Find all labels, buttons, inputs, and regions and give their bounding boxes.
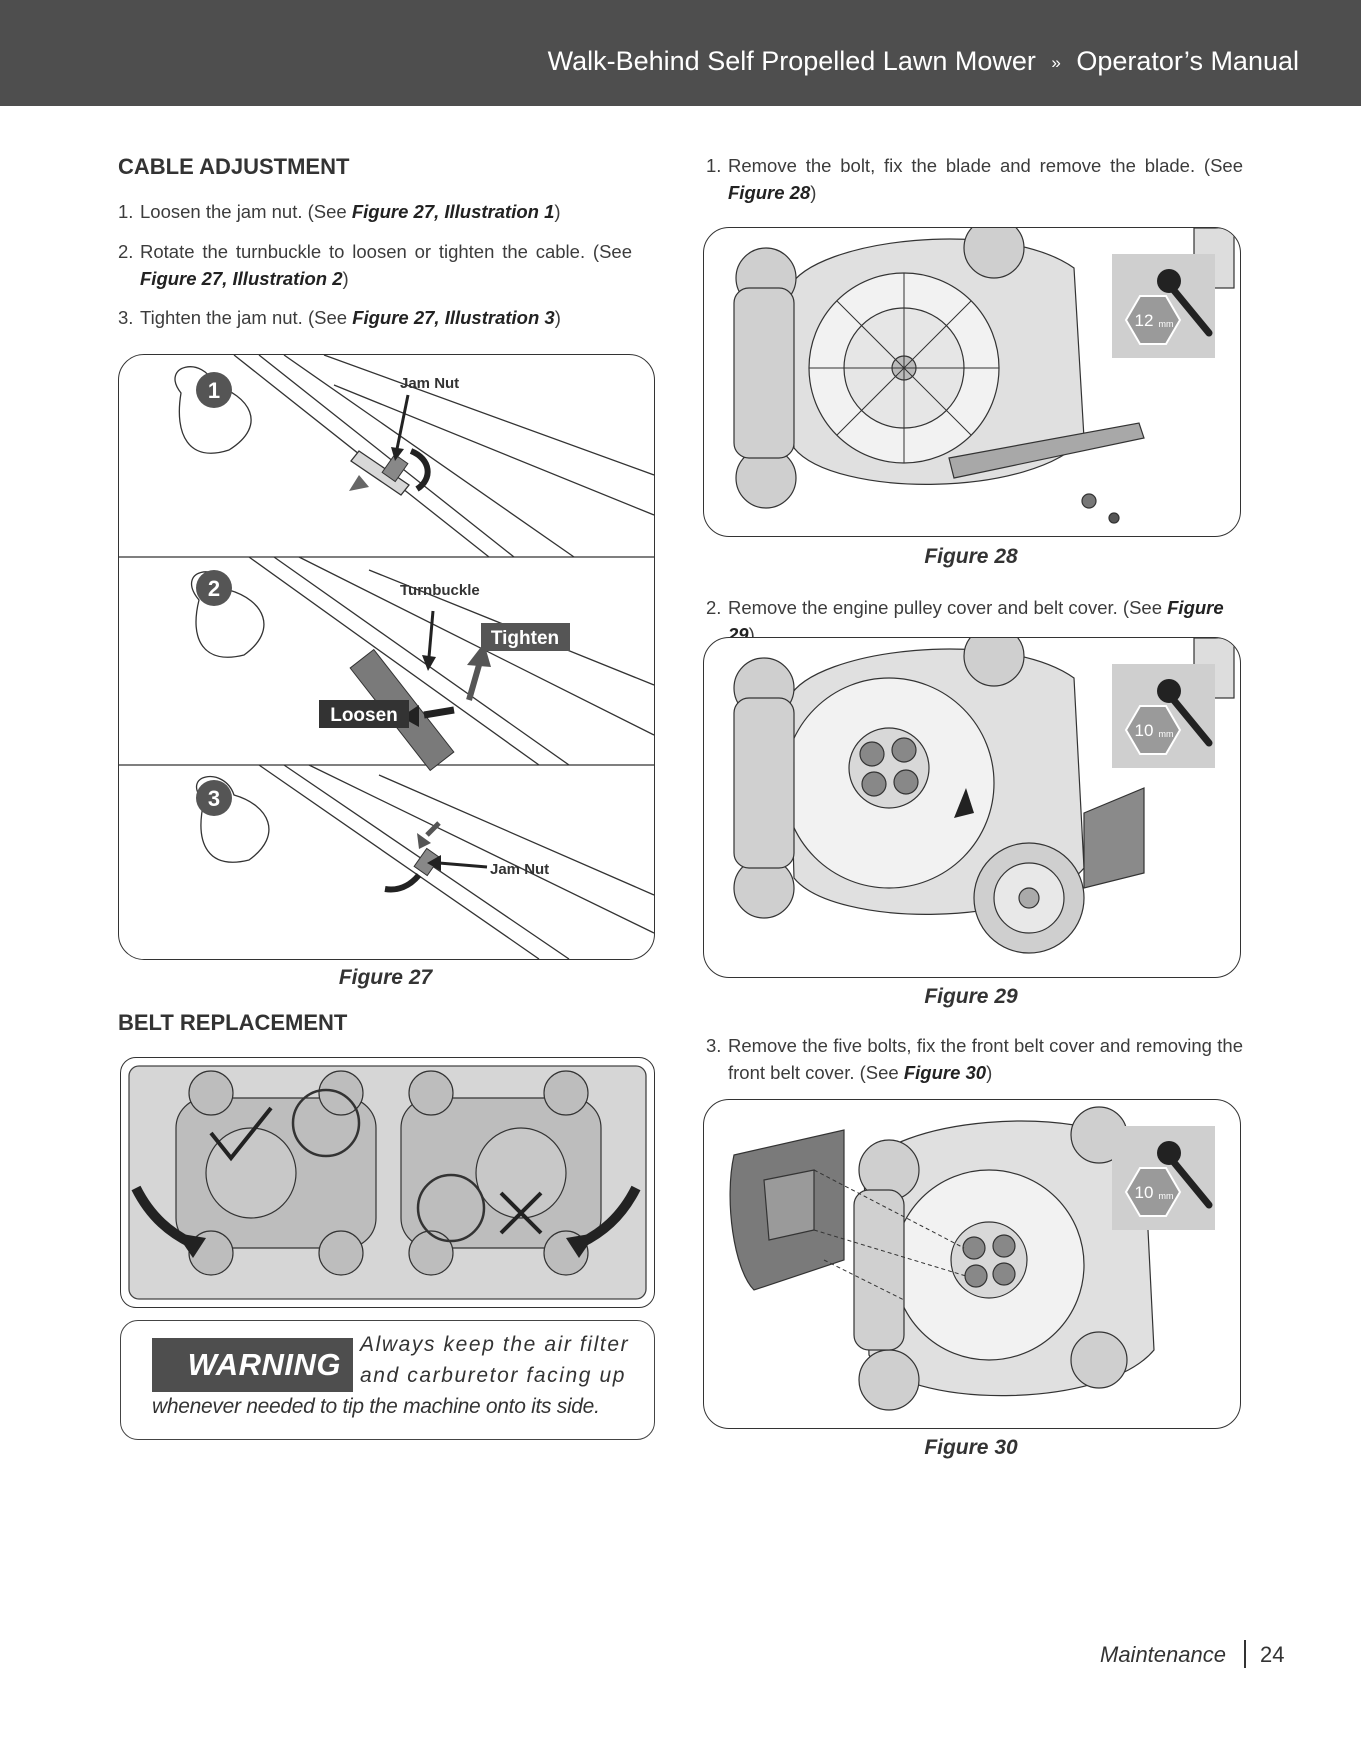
footer-divider [1243,1640,1246,1668]
tool-unit-label: mm [1159,319,1174,329]
step-end: ) [810,182,817,203]
tool-size-label: 10 [1135,721,1154,740]
step-body: Remove the bolt, fix the blade and remov… [728,155,1243,176]
step-number: 1. [706,155,722,176]
header-title: Walk-Behind Self Propelled Lawn Mower [547,46,1036,76]
figure-reference: Figure 28 [728,182,811,203]
cable-adjustment-heading: CABLE ADJUSTMENT [118,154,350,179]
jam-nut-label: Jam Nut [490,861,549,878]
page-header: Walk-Behind Self Propelled Lawn Mower » … [0,0,1361,106]
figure-27-drawing: 1 2 3 Jam Nut Turnbuckle Tighten Loosen … [119,355,654,959]
header-separator: » [1051,53,1061,72]
step-text: Loosen the jam nut. (See Figure 27, Illu… [118,198,654,225]
step-body: Remove the engine pulley cover and belt … [728,597,1168,618]
figure-reference: Figure 27, Illustration 1 [351,201,555,222]
figure-30-illustration: 10 mm [703,1099,1241,1429]
step-text: Remove the bolt, fix the blade and remov… [706,152,1243,206]
cable-step-1: 1. Loosen the jam nut. (See Figure 27, I… [118,198,654,225]
figure-27-caption: Figure 27 [338,966,433,989]
step-end: ) [748,624,755,645]
step-end: ) [342,268,349,289]
tool-unit-label: mm [1159,1191,1174,1201]
step-text: Remove the engine pulley cover and belt … [706,594,1243,648]
cable-step-3: 3. Tighten the jam nut. (See Figure 27, … [118,304,654,331]
right-step-2: 2. Remove the engine pulley cover and be… [706,594,1243,648]
step-text: Rotate the turnbuckle to loosen or tight… [118,238,632,292]
jam-nut-label: Jam Nut [400,375,459,392]
step-body: Rotate the turnbuckle to loosen or tight… [140,241,632,262]
illustration-badge: 2 [208,576,220,601]
right-step-3: 3. Remove the five bolts, fix the front … [706,1032,1243,1086]
step-end: ) [554,201,561,222]
figure-29-caption: Figure 29 [924,985,1018,1008]
figure-28-illustration: 12 mm [703,227,1241,537]
figure-29-drawing: 10 mm [733,638,1235,954]
figure-28-drawing: 12 mm [733,228,1235,524]
figure-30-caption: Figure 30 [924,1436,1018,1459]
step-end: ) [554,307,561,328]
tool-size-label: 12 [1135,311,1154,330]
step-text: Tighten the jam nut. (See Figure 27, Ill… [118,304,654,331]
belt-replacement-heading: BELT REPLACEMENT [118,1010,348,1035]
figure-30-drawing: 10 mm [729,1106,1215,1411]
header-subtitle: Operator’s Manual [1076,46,1299,76]
tip-orientation-drawing [128,1065,647,1300]
warning-box: WARNING Always keep the air filter and c… [120,1320,655,1440]
tool-unit-label: mm [1159,729,1174,739]
figure-reference: Figure 27, Illustration 3 [352,307,555,328]
step-body: Loosen the jam nut. (See [140,201,352,222]
step-body: Tighten the jam nut. (See [140,307,353,328]
step-end: ) [986,1062,993,1083]
step-number: 3. [118,307,134,328]
figure-reference: Figure 27, Illustration 2 [140,268,343,289]
figure-27-illustration: 1 2 3 Jam Nut Turnbuckle Tighten Loosen … [118,354,655,960]
tighten-label: Tighten [491,628,559,649]
header-title-line: Walk-Behind Self Propelled Lawn Mower » … [548,46,1299,77]
tip-orientation-illustration [120,1057,655,1308]
step-body: Remove the five bolts, fix the front bel… [728,1035,1243,1083]
step-number: 1. [118,201,134,222]
warning-badge: WARNING [152,1338,353,1392]
warning-text-line-3: whenever needed to tip the machine onto … [152,1395,600,1418]
right-step-1: 1. Remove the bolt, fix the blade and re… [706,152,1243,206]
page-number: 24 [1259,1642,1285,1667]
illustration-badge: 1 [208,378,220,403]
step-text: Remove the five bolts, fix the front bel… [706,1032,1243,1086]
page-footer: Maintenance 24 [1100,1640,1284,1670]
illustration-badge: 3 [208,786,220,811]
warning-text-line-1: Always keep the air filter [360,1333,630,1356]
tool-size-label: 10 [1135,1183,1154,1202]
figure-reference: Figure 30 [903,1062,987,1083]
step-number: 2. [118,241,134,262]
figure-28-caption: Figure 28 [924,545,1018,568]
warning-text-line-2: and carburetor facing up [360,1364,627,1387]
loosen-label: Loosen [330,705,398,726]
step-number: 3. [706,1035,722,1056]
turnbuckle-label: Turnbuckle [400,582,480,599]
step-number: 2. [706,597,722,618]
figure-29-illustration: 10 mm [703,637,1241,978]
footer-section: Maintenance [1100,1642,1226,1667]
cable-step-2: 2. Rotate the turnbuckle to loosen or ti… [118,238,632,292]
